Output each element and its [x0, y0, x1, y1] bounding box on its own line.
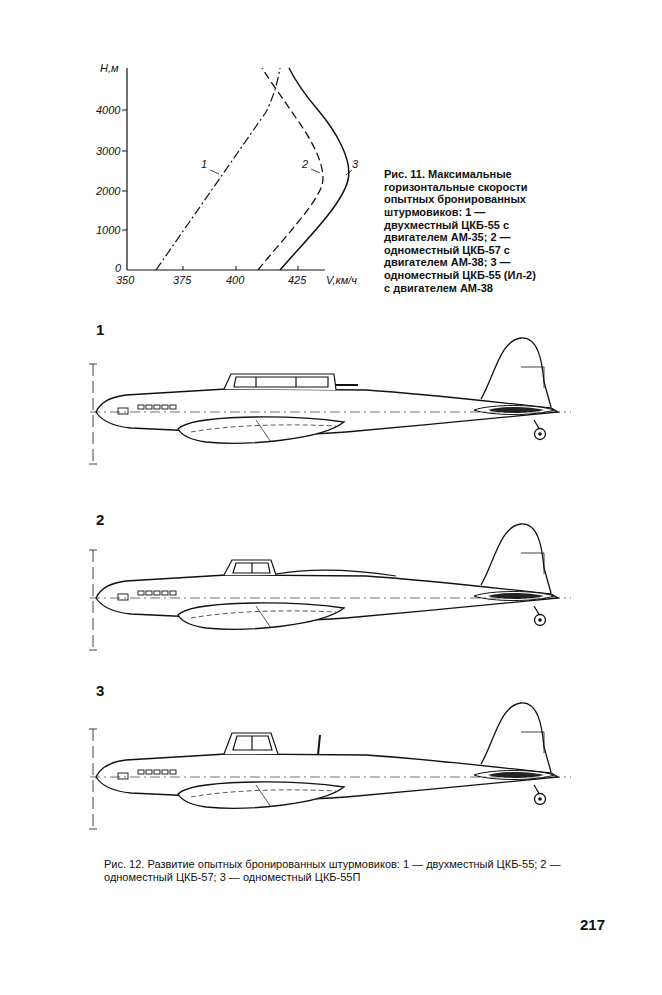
aircraft-profile	[89, 703, 571, 829]
tick-label: 375	[173, 274, 191, 287]
tick-label: 350	[116, 274, 134, 287]
figure-caption: Рис. 12. Развитие опытных бронированных …	[104, 858, 574, 883]
aircraft-profile	[89, 524, 571, 650]
tick-label: 1000	[96, 224, 120, 237]
callout-number: 1	[96, 321, 104, 338]
figure-caption: Рис. 11. Максимальные горизонтальные ско…	[384, 168, 536, 294]
callout-number: 2	[96, 511, 104, 528]
tick-label: 2000	[96, 185, 120, 198]
callout-number: 3	[96, 682, 104, 699]
tick-label: 425	[288, 274, 306, 287]
curve-number: 1	[201, 158, 207, 171]
axis-title: V,км/ч	[326, 274, 357, 287]
curve-number: 3	[352, 158, 358, 171]
aircraft-profile	[89, 338, 571, 464]
tick-label: 3000	[96, 145, 120, 158]
tick-label: 0	[115, 262, 121, 275]
page-number: 217	[580, 916, 605, 933]
tick-label: 400	[226, 274, 244, 287]
tick-label: 4000	[96, 104, 120, 117]
speed-chart	[122, 68, 352, 270]
axis-title: Н,м	[100, 62, 119, 75]
curve-number: 2	[302, 158, 308, 171]
